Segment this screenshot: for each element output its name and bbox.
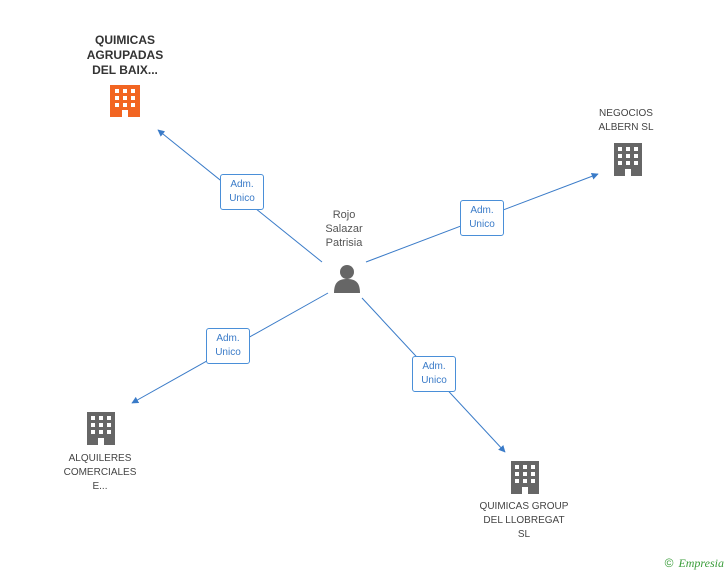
person-icon[interactable] <box>334 265 360 293</box>
brand-logo-text: Empresia <box>678 556 724 570</box>
copyright-symbol: © <box>664 556 674 570</box>
footer-brand[interactable]: © Empresia <box>665 556 724 571</box>
edge-label-negocios-albern: Adm. Unico <box>460 200 504 236</box>
edge-label-quimicas-agrupadas: Adm. Unico <box>220 174 264 210</box>
building-icon[interactable] <box>87 412 115 445</box>
building-icon[interactable] <box>511 461 539 494</box>
building-icon[interactable] <box>110 85 140 117</box>
node-label-quimicas-agrupadas[interactable]: QUIMICAS AGRUPADAS DEL BAIX... <box>86 33 164 77</box>
edge-label-quimicas-group: Adm. Unico <box>412 356 456 392</box>
node-label-quimicas-group[interactable]: QUIMICAS GROUP DEL LLOBREGAT SL <box>479 501 569 540</box>
edge-label-alquileres-comerciales: Adm. Unico <box>206 328 250 364</box>
building-icon[interactable] <box>614 143 642 176</box>
node-label-negocios-albern[interactable]: NEGOCIOS ALBERN SL <box>598 108 654 133</box>
center-person-label[interactable]: Rojo Salazar Patrisia <box>325 209 363 249</box>
node-label-alquileres-comerciales[interactable]: ALQUILERES COMERCIALES E... <box>63 453 137 492</box>
